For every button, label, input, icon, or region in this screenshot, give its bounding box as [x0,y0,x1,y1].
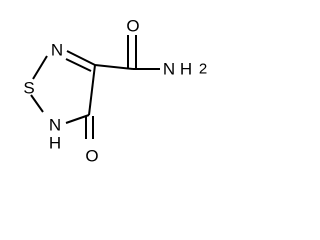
ring-nh-hydrogen-label: H [49,134,61,153]
amide-hydrogen-label: H [180,60,192,79]
ring-sulfur-label: S [23,79,34,98]
bond-nh-s [30,94,44,113]
ring-nh-nitrogen-label: N [49,116,61,135]
bond-c3-c4 [88,64,96,116]
bond-s-n-top [32,55,48,80]
amide-hydrogen-count-label: 2 [199,61,207,78]
bond-c3-camide [94,64,134,70]
chemical-structure: N S N H O O N H 2 [23,17,207,166]
amide-oxygen-label: O [126,17,139,36]
amide-nitrogen-label: N [163,60,175,79]
carbonyl-oxygen-label: O [85,147,98,166]
ring-nitrogen-label: N [51,41,63,60]
bond-n-c3-double-inner [65,58,92,72]
bond-n-c3-double-outer [66,50,96,66]
